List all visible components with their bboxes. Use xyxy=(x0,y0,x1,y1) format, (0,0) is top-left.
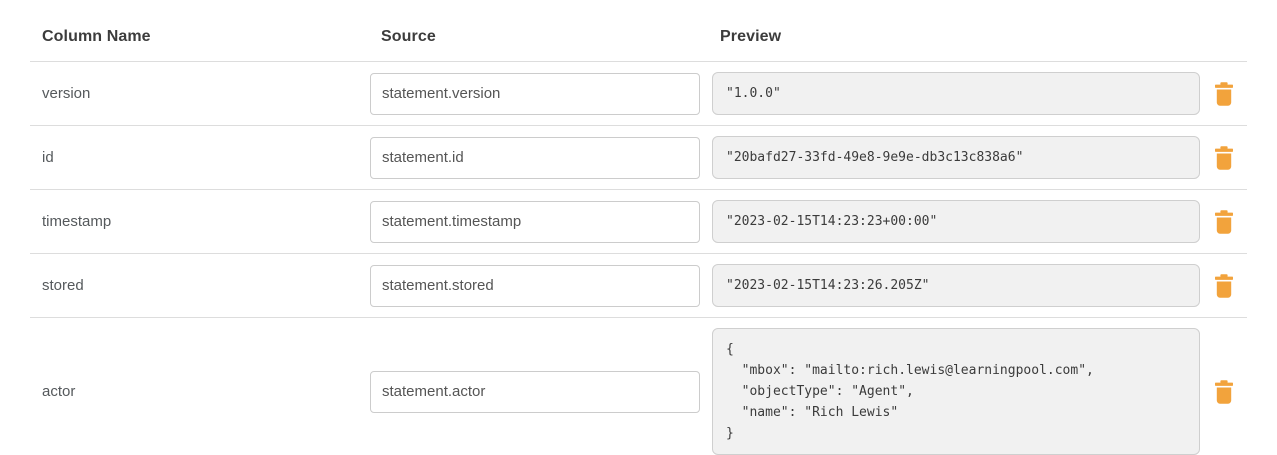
table-row: actor { "mbox": "mailto:rich.lewis@learn… xyxy=(30,318,1247,455)
delete-row-button[interactable] xyxy=(1213,377,1235,407)
source-input[interactable] xyxy=(370,200,700,243)
preview-value: "20bafd27-33fd-49e8-9e9e-db3c13c838a6" xyxy=(712,136,1200,179)
table-row: version "1.0.0" xyxy=(30,62,1247,126)
source-input[interactable] xyxy=(370,136,700,179)
column-name-label: id xyxy=(42,149,54,166)
preview-value: "2023-02-15T14:23:23+00:00" xyxy=(712,200,1200,243)
trash-icon xyxy=(1214,145,1233,170)
column-name-label: version xyxy=(42,85,91,102)
column-mapping-table: Column Name Source Preview version "1.0.… xyxy=(30,0,1247,455)
delete-row-button[interactable] xyxy=(1213,207,1235,237)
trash-icon xyxy=(1214,379,1233,404)
trash-icon xyxy=(1214,273,1233,298)
header-source: Source xyxy=(381,27,436,45)
table-row: stored "2023-02-15T14:23:26.205Z" xyxy=(30,254,1247,318)
delete-row-button[interactable] xyxy=(1213,143,1235,173)
header-column-name: Column Name xyxy=(42,27,151,45)
column-name-label: stored xyxy=(42,277,84,294)
table-row: timestamp "2023-02-15T14:23:23+00:00" xyxy=(30,190,1247,254)
delete-row-button[interactable] xyxy=(1213,271,1235,301)
column-name-label: actor xyxy=(42,383,76,400)
preview-value: "1.0.0" xyxy=(712,72,1200,115)
source-input[interactable] xyxy=(370,72,700,115)
preview-value: { "mbox": "mailto:rich.lewis@learningpoo… xyxy=(712,328,1200,455)
source-input[interactable] xyxy=(370,370,700,413)
header-preview: Preview xyxy=(720,27,782,45)
delete-row-button[interactable] xyxy=(1213,79,1235,109)
trash-icon xyxy=(1214,209,1233,234)
table-header-row: Column Name Source Preview xyxy=(30,0,1247,62)
preview-value: "2023-02-15T14:23:26.205Z" xyxy=(712,264,1200,307)
table-row: id "20bafd27-33fd-49e8-9e9e-db3c13c838a6… xyxy=(30,126,1247,190)
column-name-label: timestamp xyxy=(42,213,112,230)
source-input[interactable] xyxy=(370,264,700,307)
trash-icon xyxy=(1214,81,1233,106)
